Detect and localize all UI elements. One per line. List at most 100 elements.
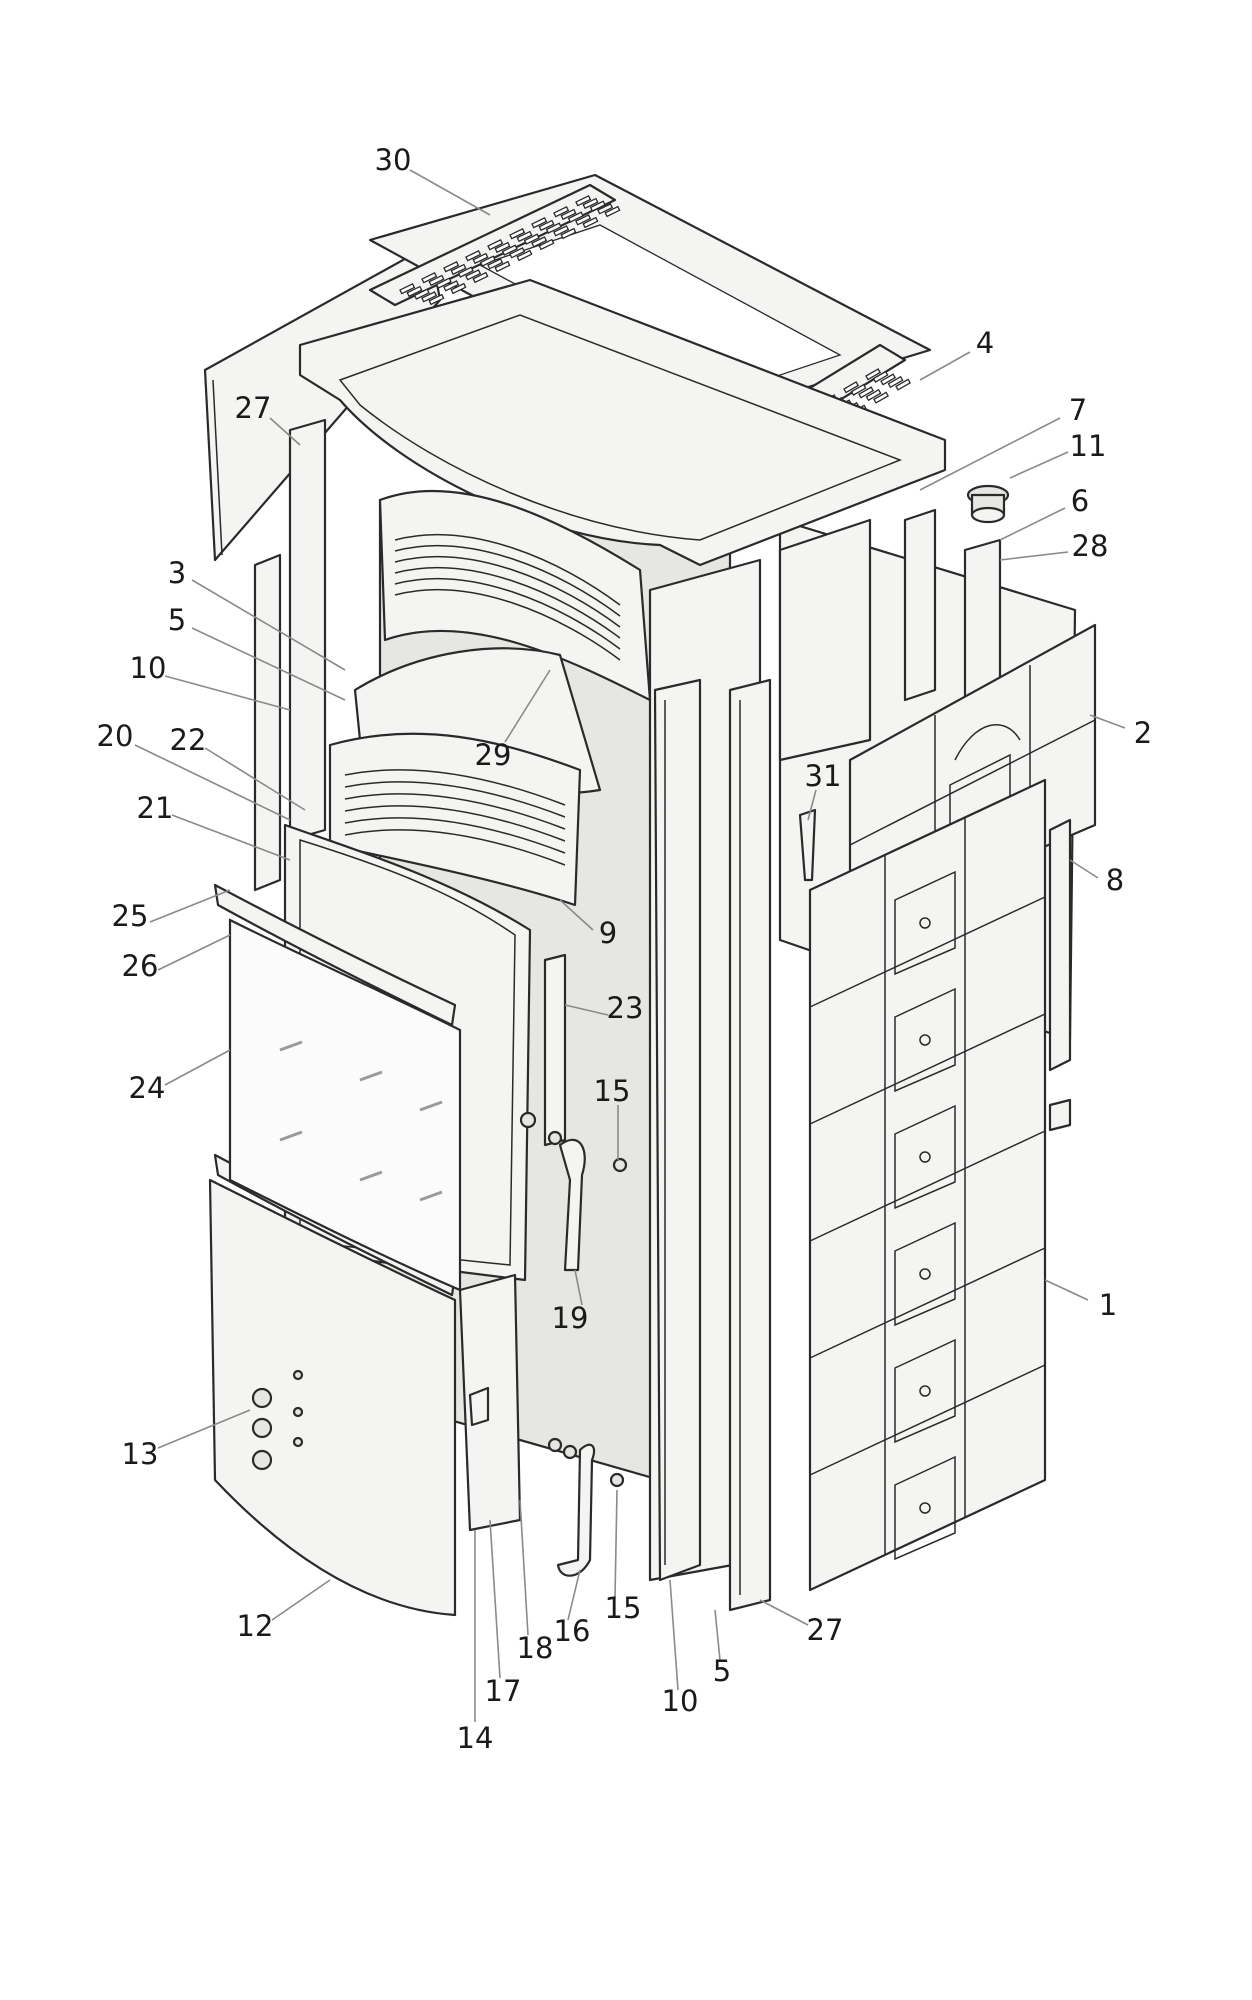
leader-line [191,627,346,701]
leader-line [157,1409,251,1449]
tile-boss [919,1034,931,1046]
leader-line [714,1609,721,1661]
grille-slot [479,255,496,267]
hood-slot [394,577,621,650]
left-side-post [253,553,282,892]
handle-hardware [519,1111,628,1173]
callout-25: 25 [112,899,149,933]
grille-slot [567,211,584,223]
grille-slot [421,271,438,284]
callout-24: 24 [129,1071,166,1105]
rear-post-6 [903,508,937,702]
grille-slot [487,238,504,251]
grille-slot [428,274,445,287]
grille-slot [582,216,599,229]
tile-row-line [809,896,1046,1008]
front-column-5 [728,678,772,1612]
grille-slot [531,216,548,229]
hood-slot [394,588,621,661]
leader-line [204,747,306,811]
grille-slot [516,230,533,243]
grille-slot [575,214,592,226]
vent-slot [344,781,566,818]
leader-line [564,1004,609,1016]
grille-slot [421,291,438,303]
front-column-10 [653,678,702,1582]
grille-slot [887,375,904,389]
tile-diamond [894,870,956,976]
grille-slot [472,252,489,265]
callout-13: 13 [122,1437,159,1471]
leader-line [999,551,1069,561]
grille-slot [406,285,423,298]
tile-boss [919,1385,931,1397]
vent-slot [344,793,566,830]
hood-slot [394,533,621,606]
grille-slot [858,386,875,399]
tile-diamond [894,1104,956,1210]
grille-slot [850,383,867,396]
leader-line [669,1579,679,1691]
ash-door [208,1178,457,1617]
glass-glint [279,1130,303,1142]
grille-slot [604,205,621,218]
callout-20: 20 [97,719,134,753]
callout-5-top: 5 [168,603,186,637]
tile-boss [919,1151,931,1163]
glass-glint [419,1100,443,1112]
grille-slot [428,293,445,306]
leader-line [614,1489,618,1599]
grille-slot [582,197,599,210]
leader-line [504,669,551,743]
washer-b [562,1444,578,1460]
vent-slot [344,817,566,854]
leader-line [567,1569,581,1621]
grille-slot [457,266,474,278]
leader-line [919,351,971,381]
callout-28: 28 [1072,529,1109,563]
callout-10-top: 10 [130,651,167,685]
grille-slot [880,373,897,386]
grille-slot [865,388,882,402]
callout-21: 21 [137,791,174,825]
grille-slot [509,227,526,240]
convection-hood [378,489,652,702]
callout-29: 29 [475,738,512,772]
callout-5-bottom: 5 [713,1654,731,1688]
callout-17: 17 [485,1674,522,1708]
hood-slot [394,544,621,617]
small-bracket [1048,1098,1072,1132]
grille-slot [465,249,482,262]
leader-line [807,789,817,821]
callout-27-top: 27 [235,391,272,425]
grille-slot [589,200,606,212]
leader-line [271,1579,331,1621]
callout-12: 12 [237,1609,274,1643]
callout-6: 6 [1071,484,1089,518]
leader-line [134,744,291,821]
leader-line [157,934,231,971]
hood-slot [394,566,621,639]
grille-slot [399,282,416,295]
grille-slot [538,219,555,232]
glass-glint [359,1070,383,1082]
callout-4: 4 [976,326,994,360]
tile-row-line [809,1247,1046,1359]
grille-slot [553,225,570,237]
tile-row-line [809,1364,1046,1476]
grille-slot [872,370,889,383]
grille-slot [501,244,518,256]
grille-slot [553,205,570,218]
washer-c [609,1472,625,1488]
grille-slot [545,222,562,234]
callout-7: 7 [1069,393,1087,427]
callout-11: 11 [1070,429,1107,463]
tile-row-line [809,1013,1046,1125]
grille-slot [450,263,467,276]
ash-door-handle [556,1443,596,1577]
ash-door-frame [458,1273,522,1532]
callout-15-top: 15 [594,1074,631,1108]
leader-line [574,1269,583,1306]
callout-14: 14 [457,1721,494,1755]
